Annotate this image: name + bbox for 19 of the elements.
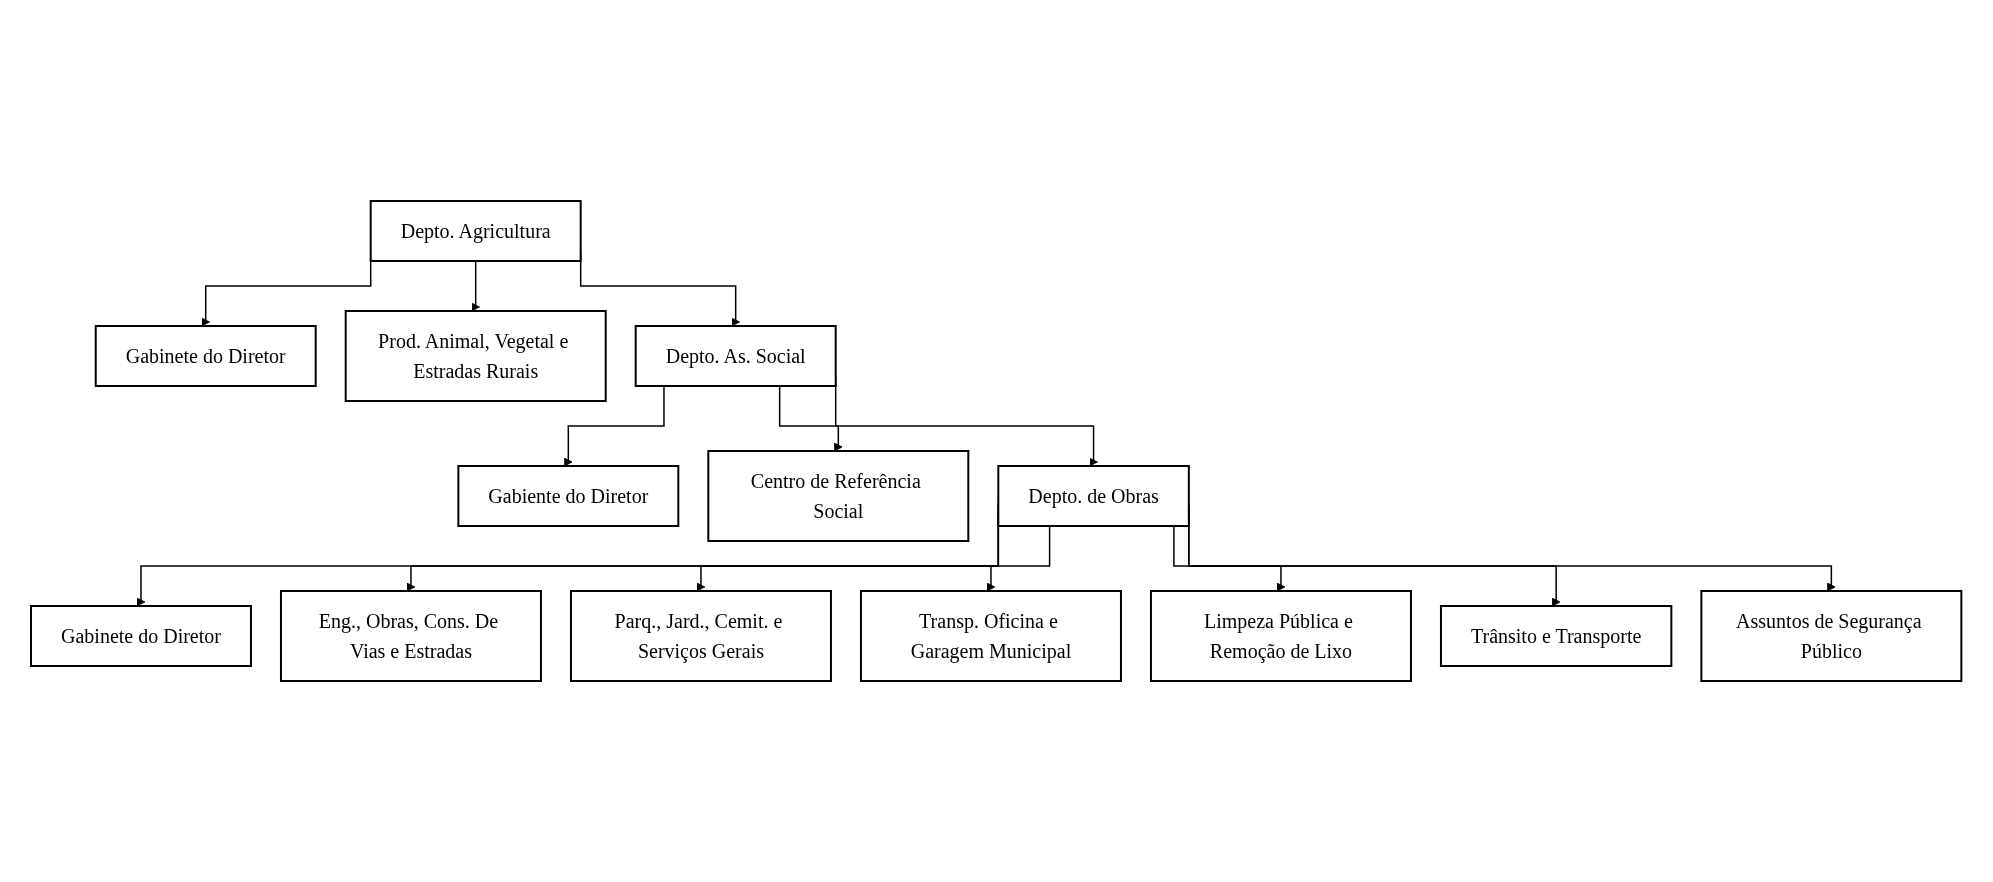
node-box: Eng., Obras, Cons. De Vias e Estradas (280, 590, 543, 682)
node-box: Gabinete do Diretor (30, 605, 253, 667)
arrow (1173, 525, 1286, 592)
node-box: Depto. Agricultura (370, 200, 582, 262)
node-box: Prod. Animal, Vegetal e Estradas Rurais (345, 310, 607, 402)
node-box: Trânsito e Transporte (1440, 605, 1673, 667)
node-box: Assuntos de Segurança Público (1700, 590, 1963, 682)
arrow (986, 525, 1051, 592)
arrow (564, 385, 666, 467)
arrow (471, 260, 481, 312)
node-box: Limpeza Pública e Remoção de Lixo (1150, 590, 1413, 682)
node-box: Depto. de Obras (997, 465, 1191, 527)
node-box: Transp. Oficina e Garagem Municipal (860, 590, 1123, 682)
node-box: Gabinete do Diretor (95, 325, 317, 387)
node-box: Gabiente do Diretor (457, 465, 680, 527)
arrow (779, 385, 844, 452)
node-box: Depto. As. Social (635, 325, 837, 387)
node-box: Parq., Jard., Cemit. e Serviços Gerais (570, 590, 833, 682)
node-box: Centro de Referência Social (707, 450, 970, 542)
